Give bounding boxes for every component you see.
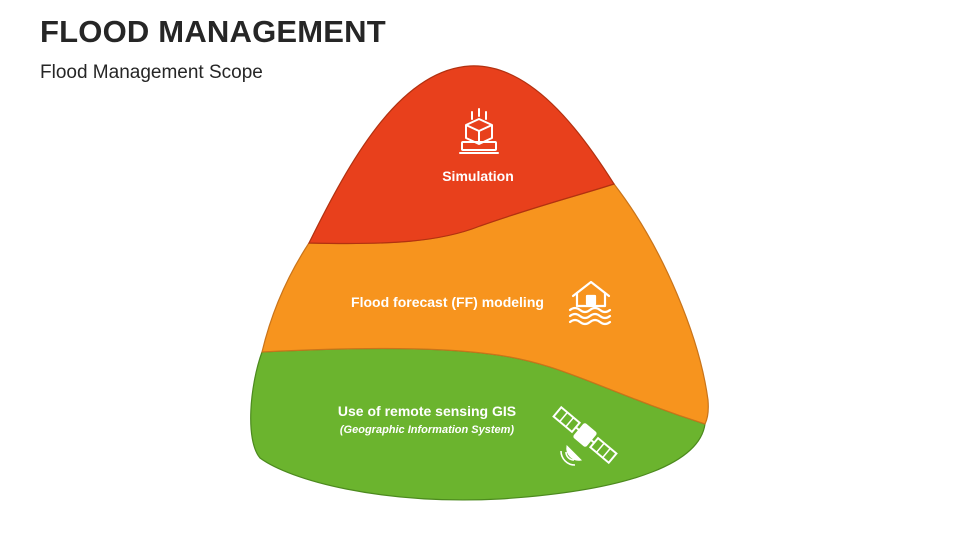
layer-label-flood-forecast: Flood forecast (FF) modeling (351, 294, 544, 310)
layer-label-simulation: Simulation (442, 168, 514, 184)
page-title: FLOOD MANAGEMENT (40, 14, 386, 49)
page-subtitle: Flood Management Scope (40, 62, 263, 83)
layer-label-remote-sensing: Use of remote sensing GIS (337, 403, 517, 419)
layer-top-shape (308, 65, 615, 245)
layer-sublabel-gis: (Geographic Information System) (339, 424, 515, 436)
computer-simulation-icon (459, 108, 499, 154)
satellite-icon (552, 405, 618, 466)
flooded-house-icon (568, 280, 612, 326)
